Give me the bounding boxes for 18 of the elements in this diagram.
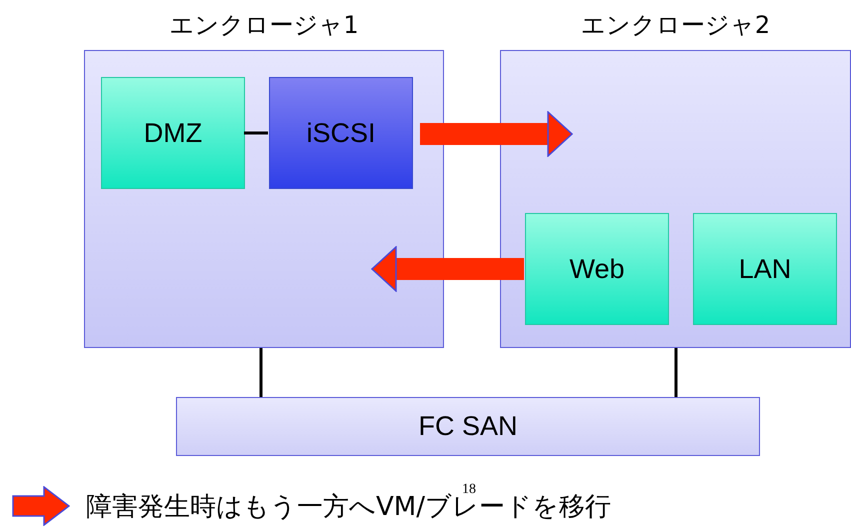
connector-line [260,348,262,397]
connector-line [244,132,268,134]
connector-line [674,348,678,397]
box-label: FC SAN [418,411,518,442]
page-number: 18 [462,482,476,497]
enclosure-heading: エンクロージャ2 [580,10,772,41]
enclosure-heading: エンクロージャ1 [168,10,360,41]
block-arrow [420,111,573,157]
box-label: Web [569,254,625,284]
component-box [269,77,413,189]
component-box [101,77,245,189]
box-label: DMZ [144,118,202,148]
component-box [525,213,669,325]
component-box [176,397,760,456]
block-arrow [371,246,524,292]
component-box [693,213,837,325]
box-label: LAN [738,254,792,284]
box-label: iSCSI [306,118,376,148]
